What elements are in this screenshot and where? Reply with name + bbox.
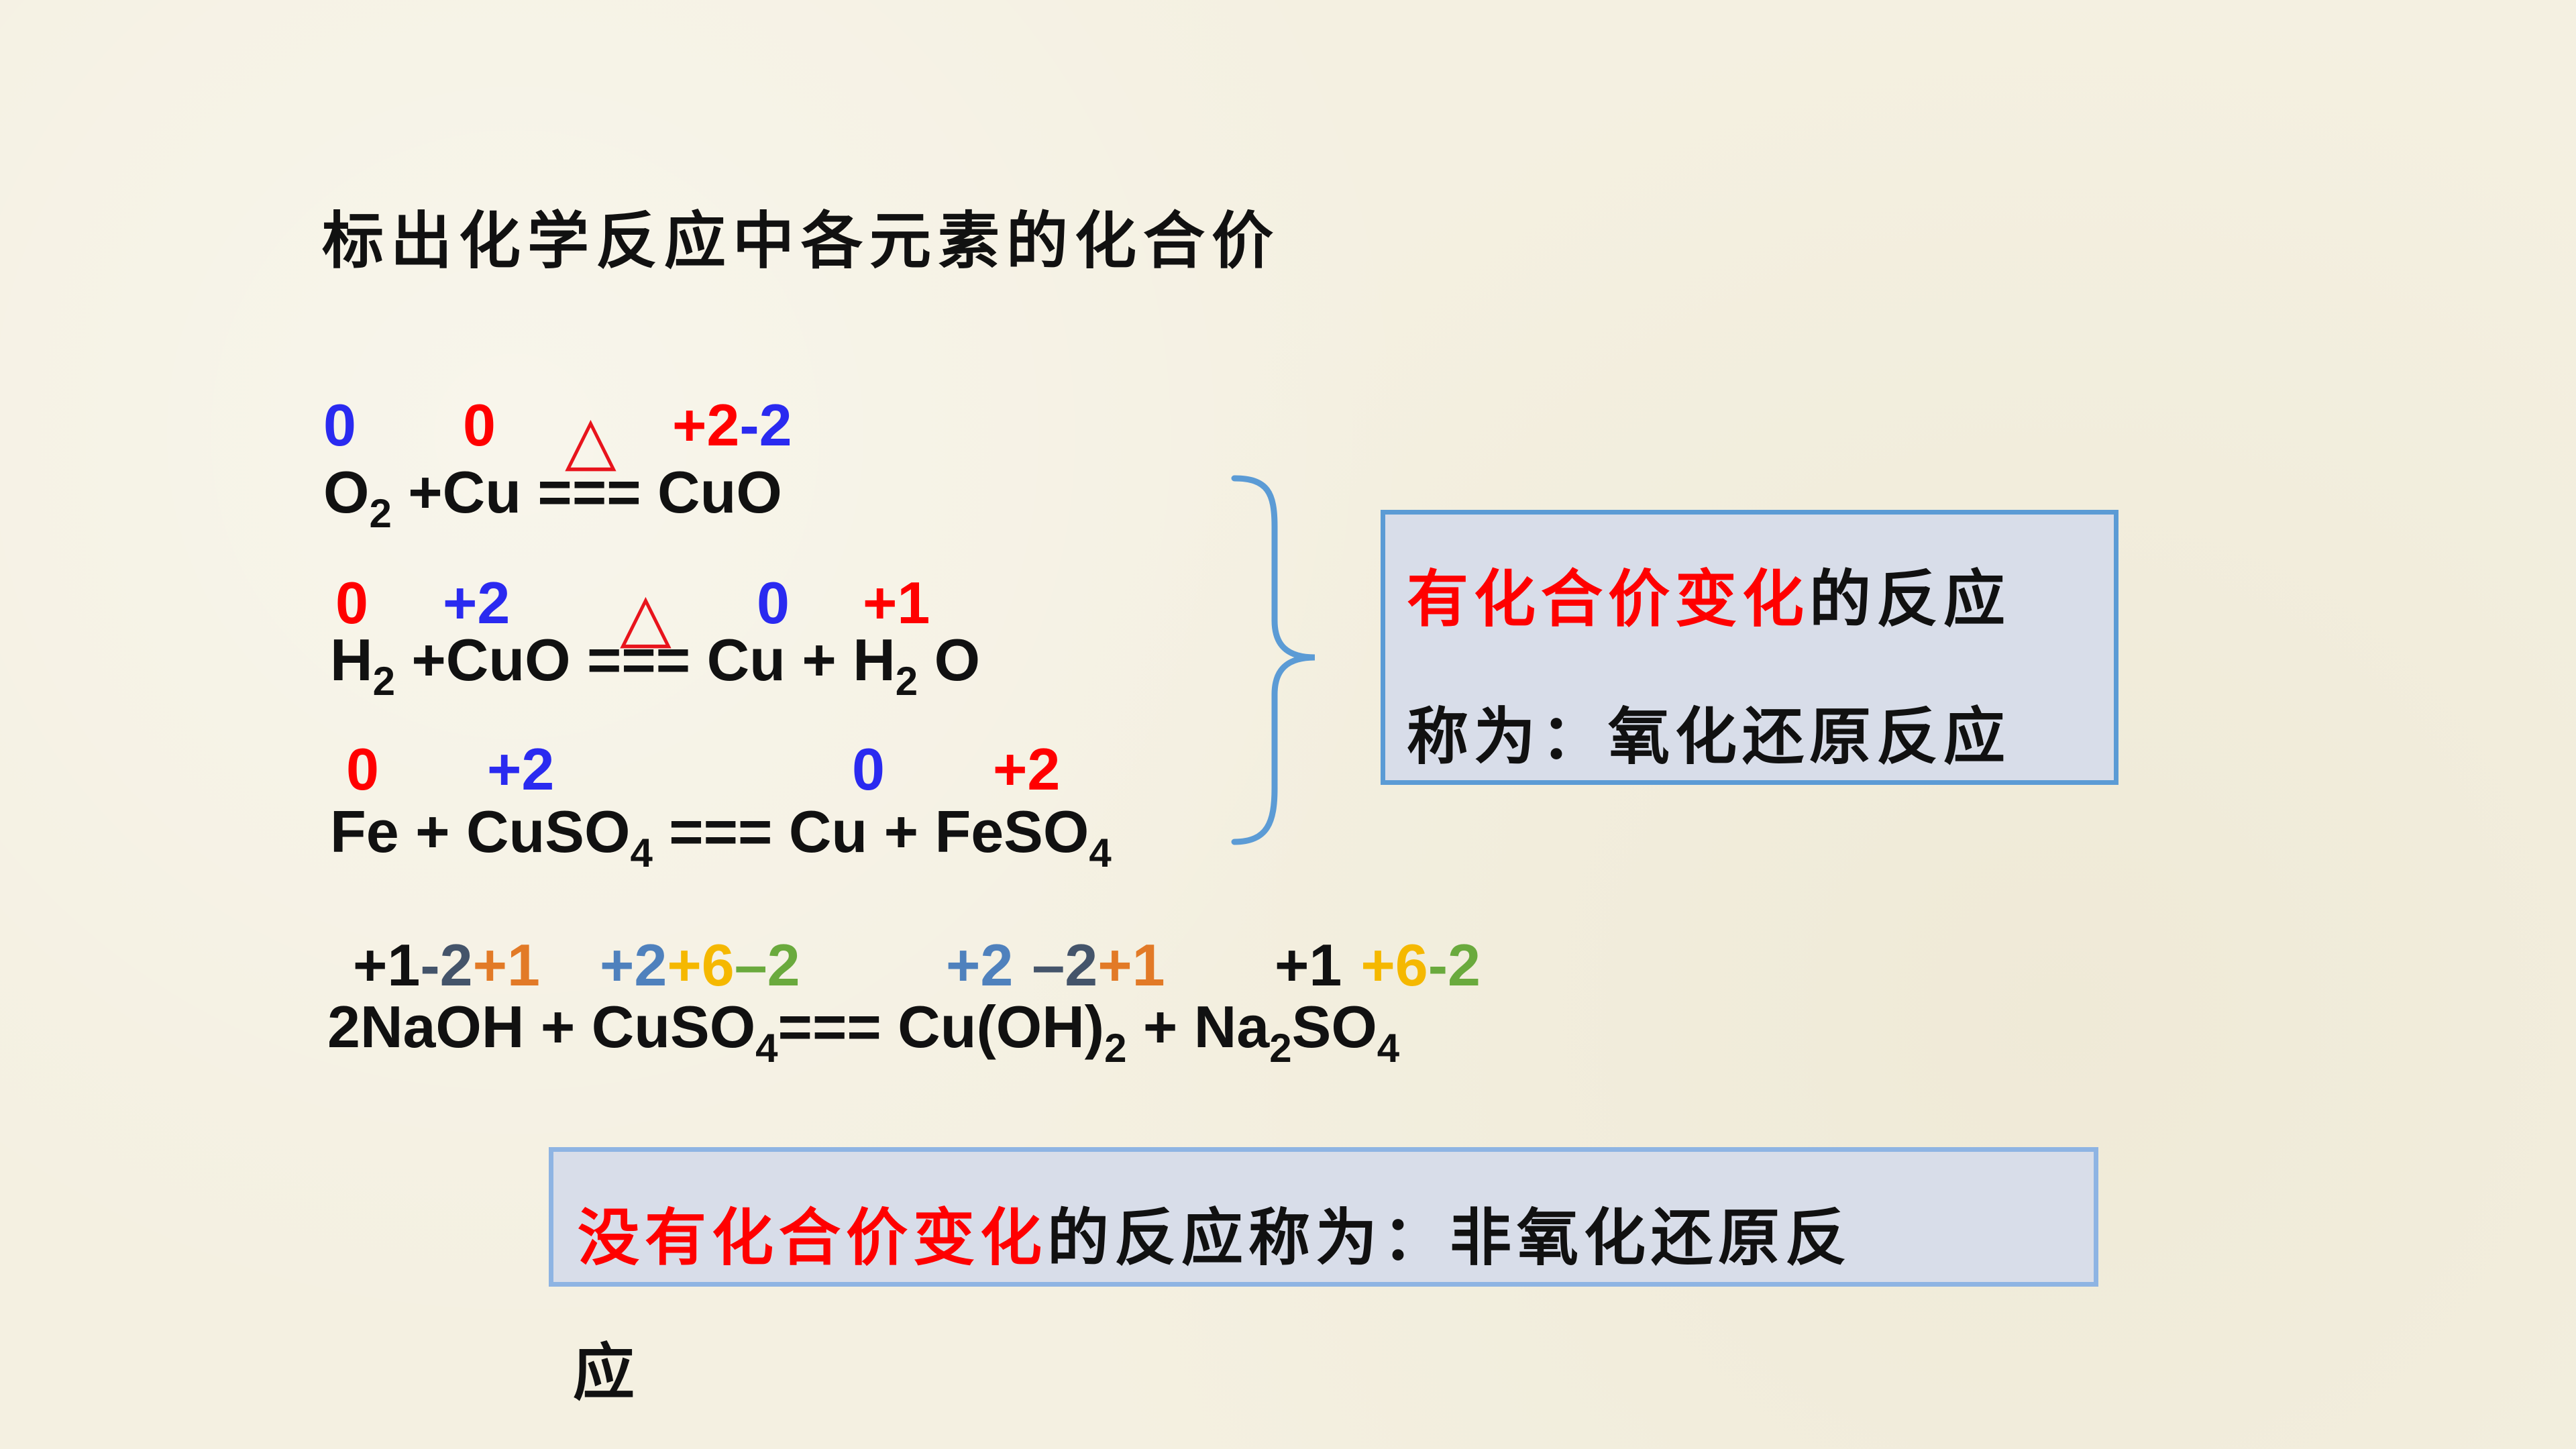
oxidation-state: 0	[852, 736, 885, 802]
oxidation-state: +1	[472, 932, 540, 998]
subscript: 2	[372, 659, 395, 704]
equation-text: +CuO === Cu + H	[394, 627, 896, 693]
non-redox-definition-line1: 没有化合价变化的反应称为：非氧化还原反	[578, 1207, 1852, 1269]
heat-triangle-icon: △	[620, 580, 672, 655]
oxidation-state: +2	[672, 392, 740, 458]
right-brace-icon	[1231, 475, 1316, 845]
oxidation-state: +6	[667, 932, 735, 998]
equation-text: === Cu(OH)	[777, 994, 1105, 1060]
subscript: 4	[755, 1026, 778, 1071]
equation-text: === Cu + FeSO	[652, 798, 1089, 865]
redox-definition-box: 有化合价变化的反应 称为：氧化还原反应	[1381, 510, 2118, 785]
oxidation-state: +1	[353, 932, 421, 998]
equation-2: H2 +CuO === Cu + H2 O	[330, 631, 980, 702]
oxidation-state: 0	[346, 736, 379, 802]
equation-4: 2NaOH + CuSO4=== Cu(OH)2 + Na2SO4	[327, 998, 1399, 1069]
oxidation-state: -2	[420, 932, 473, 998]
highlight-text: 有化合价变化	[1407, 563, 1810, 635]
redox-definition-line2: 称为：氧化还原反应	[1407, 700, 2011, 773]
oxidation-state-pair: +2-2	[672, 396, 792, 455]
oxidation-states-na2so4: +1+6-2	[1275, 936, 1481, 995]
subscript: 4	[1377, 1026, 1400, 1071]
oxidation-state: +2	[993, 736, 1061, 802]
oxidation-states-cuso4: +2+6–2	[600, 936, 800, 995]
subscript: 2	[1269, 1026, 1292, 1071]
oxidation-state: +1	[1097, 932, 1165, 998]
equation-text: O	[918, 627, 981, 693]
oxidation-state: +6	[1360, 932, 1428, 998]
oxidation-state: 0	[323, 392, 356, 458]
equation-text: 2NaOH + CuSO	[327, 994, 756, 1060]
slide-title: 标出化学反应中各元素的化合价	[322, 205, 1281, 277]
oxidation-states-cuoh2: +2–2+1	[946, 936, 1165, 995]
redox-definition-line1: 有化合价变化的反应	[1407, 568, 2010, 630]
oxidation-state: +2	[600, 932, 667, 998]
equation-text: Fe + CuSO	[330, 798, 631, 865]
oxidation-state: +2	[487, 736, 555, 802]
definition-text: 的反应称为：非氧化还原反	[1047, 1201, 1853, 1274]
equation-3: Fe + CuSO4 === Cu + FeSO4	[330, 802, 1112, 873]
oxidation-state: 0	[335, 570, 368, 636]
highlight-text: 没有化合价变化	[578, 1201, 1048, 1274]
subscript: 2	[895, 659, 918, 704]
non-redox-definition-box: 没有化合价变化的反应称为：非氧化还原反	[549, 1147, 2098, 1287]
subscript: 4	[630, 830, 653, 875]
subscript: 2	[1104, 1026, 1127, 1071]
oxidation-state: +2	[443, 570, 511, 636]
subscript: 4	[1089, 830, 1112, 875]
equation-text: + Na	[1126, 994, 1270, 1060]
equation-text: H	[330, 627, 373, 693]
subscript: 2	[369, 491, 392, 536]
oxidation-state: –2	[1032, 932, 1098, 998]
oxidation-state: -2	[739, 392, 792, 458]
oxidation-state: -2	[1428, 932, 1481, 998]
equation-text: O	[323, 459, 370, 525]
equation-text: SO	[1291, 994, 1377, 1060]
oxidation-state: +1	[863, 570, 930, 636]
oxidation-state: +1	[1275, 932, 1342, 998]
oxidation-state: +2	[946, 932, 1014, 998]
non-redox-definition-line2: 应	[573, 1336, 641, 1409]
oxidation-state: 0	[757, 570, 790, 636]
heat-triangle-icon: △	[565, 402, 616, 478]
oxidation-state: 0	[463, 392, 496, 458]
definition-text: 的反应	[1809, 563, 2011, 635]
oxidation-states-naoh: +1-2+1	[353, 936, 540, 995]
oxidation-state: –2	[734, 932, 800, 998]
equation-text: +Cu === CuO	[391, 459, 782, 525]
equation-1: O2 +Cu === CuO	[323, 463, 782, 534]
